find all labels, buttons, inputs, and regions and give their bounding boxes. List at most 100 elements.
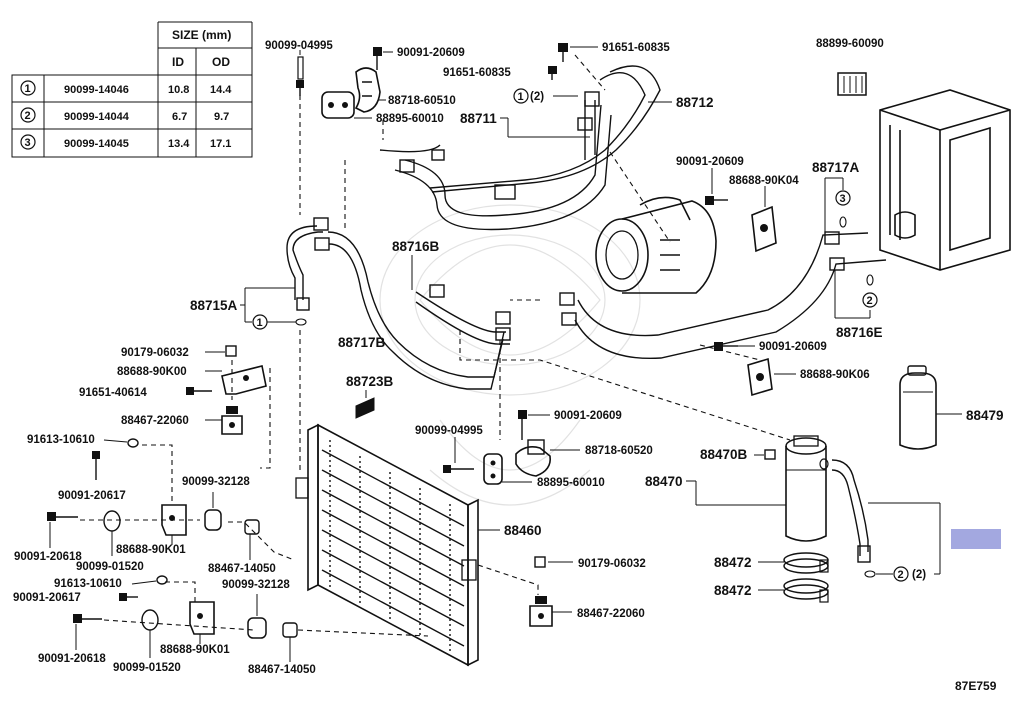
label-90091-20609-mid[interactable]: 90091-20609 [676,156,744,168]
hose-88712[interactable] [429,65,661,193]
washer-90099-01520-bottom[interactable] [141,609,159,631]
label-90091-20618-top[interactable]: 90091-20618 [14,551,82,563]
label-90091-20609-right[interactable]: 90091-20609 [759,341,827,353]
label-88467-14050-top[interactable]: 88467-14050 [208,563,276,575]
seal-88723B[interactable] [355,397,375,419]
mount-88467-14050-top[interactable] [244,519,260,535]
label-88688-90K01-bottom[interactable]: 88688-90K01 [160,644,230,656]
label-90091-20617-top[interactable]: 90091-20617 [58,490,126,502]
label-88688-90K00[interactable]: 88688-90K00 [117,366,187,378]
label-90099-32128-bottom[interactable]: 90099-32128 [222,579,290,591]
label-91613-10610-top[interactable]: 91613-10610 [27,434,95,446]
cushion-88895-60010-top[interactable] [321,91,355,119]
label-88470[interactable]: 88470 [645,474,683,489]
label-88716E[interactable]: 88716E [836,325,883,340]
label-90091-20609-cond[interactable]: 90091-20609 [554,410,622,422]
label-88470B[interactable]: 88470B [700,447,748,462]
hose-callout: 2 (2) [864,502,941,582]
label-88467-14050-bottom[interactable]: 88467-14050 [248,664,316,676]
88470-callout [686,480,786,506]
washer-90099-01520-top[interactable] [103,510,121,532]
bolt-90091-20618-top[interactable] [47,512,78,521]
bracket-88718-60510[interactable] [354,67,381,113]
bolt-90091-20609-cond[interactable] [518,410,527,440]
label-88479[interactable]: 88479 [966,408,1004,423]
receiver-88470[interactable] [785,435,827,542]
label-90091-20609-top[interactable]: 90091-20609 [397,47,465,59]
bolt-91651-60835-b[interactable] [548,66,557,80]
bolt-90091-20617-top[interactable] [92,451,100,480]
label-88460[interactable]: 88460 [504,523,542,538]
label-90091-20618-bottom[interactable]: 90091-20618 [38,653,106,665]
refrigerant-oil-88479[interactable] [899,365,937,450]
label-88715A[interactable]: 88715A [190,298,238,313]
label-88688-90K04[interactable]: 88688-90K04 [729,175,799,187]
hose-receiver-outlet[interactable] [819,458,871,563]
label-88712[interactable]: 88712 [676,95,714,110]
label-88711[interactable]: 88711 [460,111,497,126]
cushion-88895-60010-cond[interactable] [483,453,503,485]
cap-88899-60090[interactable] [837,72,867,96]
bolt-90091-20609-mid[interactable] [705,196,728,205]
label-90179-06032-top[interactable]: 90179-06032 [121,347,189,359]
highlighted-part-box[interactable] [951,529,1001,549]
bolt-90091-20609-top[interactable] [373,47,382,70]
label-88472-b[interactable]: 88472 [714,583,752,598]
label-90099-32128-top[interactable]: 90099-32128 [182,476,250,488]
label-90099-04995-cond[interactable]: 90099-04995 [415,425,483,437]
mount-88467-22060-bottom[interactable] [529,596,553,627]
pipe-88716B[interactable] [415,284,511,345]
label-90099-01520-bottom[interactable]: 90099-01520 [113,662,181,674]
nut-90179-06032-bottom[interactable] [534,556,546,568]
bolt-90099-04995-cond[interactable] [443,465,474,473]
grommet-90099-32128-top[interactable] [204,509,222,531]
cap-88470B[interactable] [764,449,776,460]
clamp-88472-b[interactable] [783,578,829,603]
label-91651-40614[interactable]: 91651-40614 [79,387,147,399]
label-88718-60520[interactable]: 88718-60520 [585,445,653,457]
label-88688-90K06[interactable]: 88688-90K06 [800,369,870,381]
bracket-88688-90K01-bottom[interactable] [189,601,215,635]
row-1-number: 1 [25,83,31,95]
label-88716B[interactable]: 88716B [392,239,440,254]
mount-88467-14050-bottom[interactable] [282,622,298,638]
nut-90179-06032-top[interactable] [225,345,237,357]
nut-91613-10610-top[interactable] [127,438,139,448]
label-88718-60510[interactable]: 88718-60510 [388,95,456,107]
mount-88467-22060-top[interactable] [221,406,243,435]
clamp-88688-90K04[interactable] [751,205,777,253]
nut-91613-10610-bottom[interactable] [156,575,168,585]
grommet-90099-32128-bottom[interactable] [247,617,267,639]
label-88688-90K01-top[interactable]: 88688-90K01 [116,544,186,556]
label-90099-01520-top[interactable]: 90099-01520 [76,561,144,573]
bracket-88718-60520[interactable] [515,439,552,477]
bolt-90091-20618-bottom[interactable] [73,614,102,623]
label-88895-60010-top[interactable]: 88895-60010 [376,113,444,125]
label-91651-60835-b[interactable]: 91651-60835 [443,67,511,79]
bolt-90091-20617-bottom[interactable] [119,593,138,601]
label-90091-20617-bottom[interactable]: 90091-20617 [13,592,81,604]
label-91651-60835-a[interactable]: 91651-60835 [602,42,670,54]
label-88717B[interactable]: 88717B [338,335,386,350]
bolt-91651-40614[interactable] [186,387,212,395]
bolt-90091-20609-right[interactable] [714,342,738,351]
bolt-91651-60835-a[interactable] [558,43,568,62]
label-88717A[interactable]: 88717A [812,160,860,175]
row-3-number: 3 [25,137,31,149]
pipe-88715A[interactable] [286,217,330,311]
label-91613-10610-bottom[interactable]: 91613-10610 [54,578,122,590]
label-90179-06032-bottom[interactable]: 90179-06032 [578,558,646,570]
clamp-88472-a[interactable] [783,552,829,574]
label-88895-60010-cond[interactable]: 88895-60010 [537,477,605,489]
label-88472-a[interactable]: 88472 [714,555,752,570]
condenser-88460[interactable] [295,423,479,667]
label-88467-22060-top[interactable]: 88467-22060 [121,415,189,427]
label-90099-04995-top[interactable]: 90099-04995 [265,40,333,52]
clamp-88688-90K06[interactable] [747,357,773,397]
pipe-88717B[interactable] [327,231,505,390]
bracket-88688-90K00[interactable] [221,365,267,395]
label-88723B[interactable]: 88723B [346,374,394,389]
label-88899-60090[interactable]: 88899-60090 [816,38,884,50]
label-88467-22060-bottom[interactable]: 88467-22060 [577,608,645,620]
bolt-90099-04995-top[interactable] [296,56,304,96]
